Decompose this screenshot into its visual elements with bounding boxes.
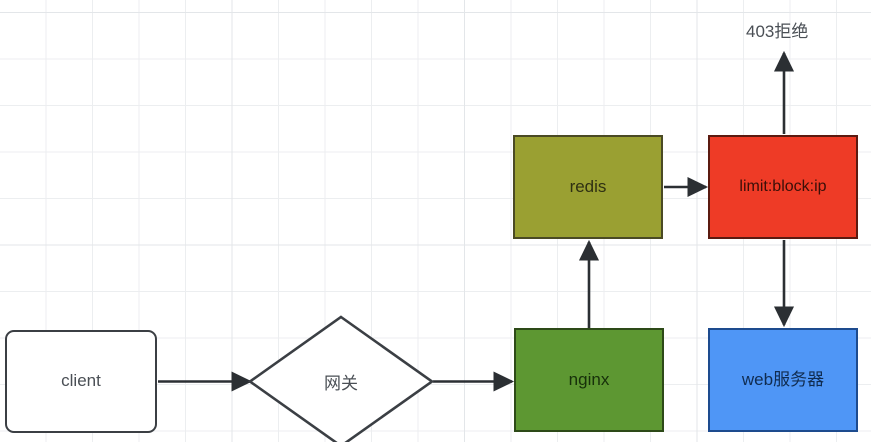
node-gateway[interactable]: 网关 [249,316,433,442]
node-gateway-label: 网关 [324,373,358,393]
node-nginx[interactable]: nginx [514,328,664,432]
edge-label-reject: 403拒绝 [746,22,809,41]
node-client-label: client [61,371,101,391]
node-client[interactable]: client [5,330,157,433]
node-limit-block-ip-label: limit:block:ip [739,178,827,196]
node-limit-block-ip[interactable]: limit:block:ip [708,135,858,239]
node-redis-label: redis [569,176,607,196]
node-web-server[interactable]: web服务器 [708,328,858,432]
node-web-server-label: web服务器 [741,369,825,389]
node-nginx-label: nginx [568,369,610,389]
node-redis[interactable]: redis [513,135,663,239]
